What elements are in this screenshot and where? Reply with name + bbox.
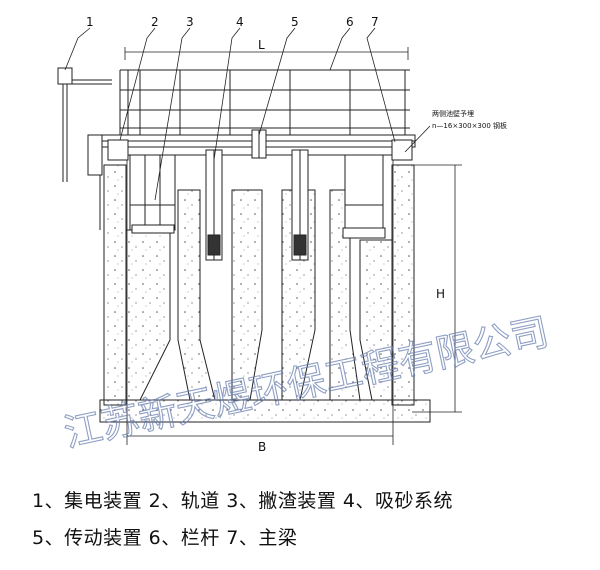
skimming-device-right (342, 154, 386, 239)
equipment-diagram: 1 2 3 4 5 6 7 L H B 两侧池壁予埋 n—16×300×300 … (57, 15, 553, 456)
callout-3: 3 (186, 15, 194, 29)
legend-line-1: 1、集电装置 2、轨道 3、撇渣装置 4、吸砂系统 (32, 490, 453, 512)
callout-5: 5 (291, 15, 299, 29)
dimension-base-label: B (258, 440, 266, 454)
callout-1: 1 (86, 15, 94, 29)
callout-leaders (64, 27, 396, 201)
callout-2: 2 (151, 15, 159, 29)
callout-7: 7 (371, 15, 379, 29)
embedded-plate-note-line2: n—16×300×300 钢板 (432, 121, 507, 130)
railing (119, 69, 410, 135)
tank-structure (99, 164, 431, 423)
skimming-device-left (129, 154, 176, 234)
legend-line-2: 5、传动装置 6、栏杆 7、主梁 (32, 527, 298, 549)
dimension-height-label: H (436, 287, 445, 301)
embedded-plate-note-line1: 两侧池壁予埋 (432, 109, 474, 118)
callout-4: 4 (236, 15, 244, 29)
sand-suction-system (205, 149, 309, 261)
collector-device (57, 67, 112, 230)
callout-6: 6 (346, 15, 354, 29)
dimension-length-label: L (258, 38, 265, 52)
dimension-lines (124, 47, 462, 445)
